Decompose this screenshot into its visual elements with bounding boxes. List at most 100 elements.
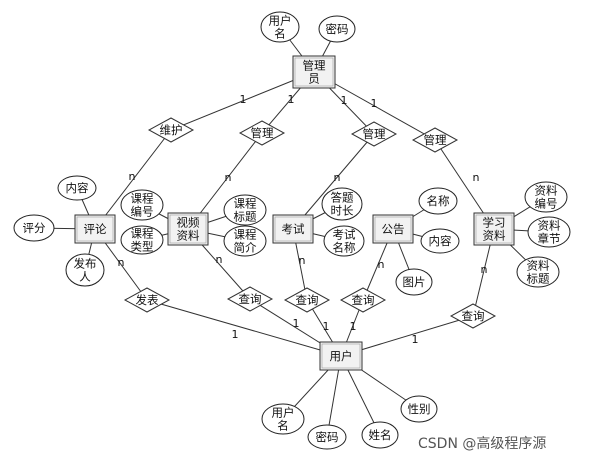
entity-shape-exam [272, 214, 314, 244]
attribute-shape-review_publisher [65, 253, 105, 287]
relationship-label-query_study: 查询 [462, 309, 485, 323]
rel-line-publish-b [146, 299, 342, 357]
relationship-shape-query_exam [283, 287, 331, 313]
entity-study-label-0: 学习 [483, 216, 506, 230]
relationship-query_exam: 查询 [283, 287, 331, 313]
attribute-video_course_intro-label-0: 课程 [234, 228, 257, 242]
attribute-video_course_title-label-1: 标题 [234, 210, 257, 224]
cardinality-query_notice-a: n [378, 258, 385, 271]
cardinality-publish-b: 1 [232, 328, 239, 341]
relationship-label-manage_study: 管理 [424, 133, 447, 147]
entity-admin-label-0: 管理 [303, 59, 326, 73]
relationship-label-query_notice: 查询 [352, 293, 375, 307]
attribute-review_publisher: 发布人 [65, 253, 105, 287]
entity-shape-admin [292, 55, 336, 89]
attribute-shape-user_username [261, 403, 305, 435]
cardinality-manage_exam-b: n [334, 171, 341, 184]
attribute-study_title-label-1: 标题 [527, 272, 550, 286]
entity-notice-label-0: 公告 [382, 222, 405, 236]
cardinality-query_exam-a: n [299, 254, 306, 267]
attribute-admin_username-label-0: 用户 [269, 14, 292, 28]
attribute-notice_name-label-0: 名称 [427, 194, 450, 208]
relationship-label-query_exam: 查询 [296, 293, 319, 307]
cardinality-query_exam-b: 1 [323, 320, 330, 333]
attribute-notice_image: 图片 [395, 268, 433, 296]
entity-exam-label-0: 考试 [282, 222, 305, 236]
attribute-shape-video_course_title [223, 194, 267, 226]
relationship-publish: 发表 [123, 287, 171, 313]
attribute-shape-video_course_no [120, 189, 164, 221]
attribute-review_publisher-label-0: 发布 [74, 257, 97, 271]
relationship-manage_video: 管理 [238, 120, 286, 146]
attribute-shape-review_score [13, 214, 55, 242]
attribute-notice_content: 内容 [420, 228, 460, 254]
entity-shape-video [167, 212, 209, 246]
entity-inner-exam [274, 216, 312, 242]
relationship-shape-query_notice [339, 287, 387, 313]
entity-user: 用户 [319, 341, 363, 371]
attribute-shape-exam_name [323, 225, 365, 257]
attribute-user_password-label-0: 密码 [316, 430, 339, 444]
entity-exam: 考试 [272, 214, 314, 244]
attribute-study_title-label-0: 资料 [527, 259, 550, 273]
attribute-review_publisher-label-1: 人 [79, 270, 91, 284]
attribute-shape-admin_password [318, 15, 356, 43]
attribute-video_course_no-label-1: 编号 [131, 205, 154, 219]
entity-shape-study [473, 212, 515, 246]
relationship-maintain: 维护 [147, 117, 195, 143]
attribute-user_gender: 性别 [400, 395, 438, 423]
attribute-shape-notice_content [420, 228, 460, 254]
attribute-video_course_type-label-0: 课程 [131, 227, 154, 241]
relationship-manage_study: 管理 [411, 127, 459, 153]
attribute-shape-admin_username [260, 11, 300, 43]
relationship-shape-query_study [449, 303, 497, 329]
attribute-study_chapter-label-0: 资料 [538, 219, 561, 233]
rel-line-maintain-b [94, 129, 172, 230]
attribute-study_chapter-label-1: 章节 [538, 232, 561, 246]
attribute-review_content: 内容 [57, 175, 97, 201]
relationship-shape-manage_exam [350, 121, 398, 147]
cardinality-manage_exam-a: 1 [341, 94, 348, 107]
entity-shape-review [74, 214, 116, 244]
relationship-label-manage_video: 管理 [251, 126, 274, 140]
attribute-exam_duration-label-1: 时长 [331, 204, 354, 218]
attribute-shape-study_title [516, 256, 560, 288]
attribute-user_username-label-1: 名 [277, 419, 289, 433]
entity-user-label-0: 用户 [330, 349, 353, 363]
attribute-shape-video_course_intro [223, 225, 267, 257]
entity-admin-label-1: 员 [308, 72, 320, 86]
attribute-admin_username-label-1: 名 [274, 27, 286, 41]
entity-inner-review [76, 216, 114, 242]
watermark: CSDN @高级程序源 [418, 435, 546, 452]
relationship-shape-publish [123, 287, 171, 313]
relationship-label-maintain: 维护 [160, 123, 183, 137]
attribute-shape-study_chapter [527, 216, 571, 248]
attribute-review_content-label-0: 内容 [66, 181, 89, 195]
attribute-admin_password: 密码 [318, 15, 356, 43]
relationship-label-publish: 发表 [136, 293, 159, 307]
attribute-user_username-label-0: 用户 [272, 406, 295, 420]
cardinality-maintain-a: 1 [240, 93, 247, 106]
cardinality-maintain-b: n [129, 170, 136, 183]
cardinality-query_video-a: n [216, 253, 223, 266]
attribute-user_username: 用户名 [261, 403, 305, 435]
cardinality-query_video-b: 1 [293, 317, 300, 330]
attribute-notice_image-label-0: 图片 [403, 275, 426, 289]
entity-inner-admin [294, 57, 334, 87]
attribute-admin_username: 用户名 [260, 11, 300, 43]
entity-video-label-0: 视频 [177, 216, 200, 230]
attribute-user_gender-label-0: 性别 [408, 402, 431, 416]
rel-line-maintain-a [170, 71, 315, 131]
attribute-shape-user_name [361, 421, 399, 449]
attribute-shape-user_gender [400, 395, 438, 423]
rel-line-manage_exam-b [292, 133, 375, 230]
entity-inner-user [321, 343, 361, 369]
rel-line-query_study-b [340, 315, 474, 357]
